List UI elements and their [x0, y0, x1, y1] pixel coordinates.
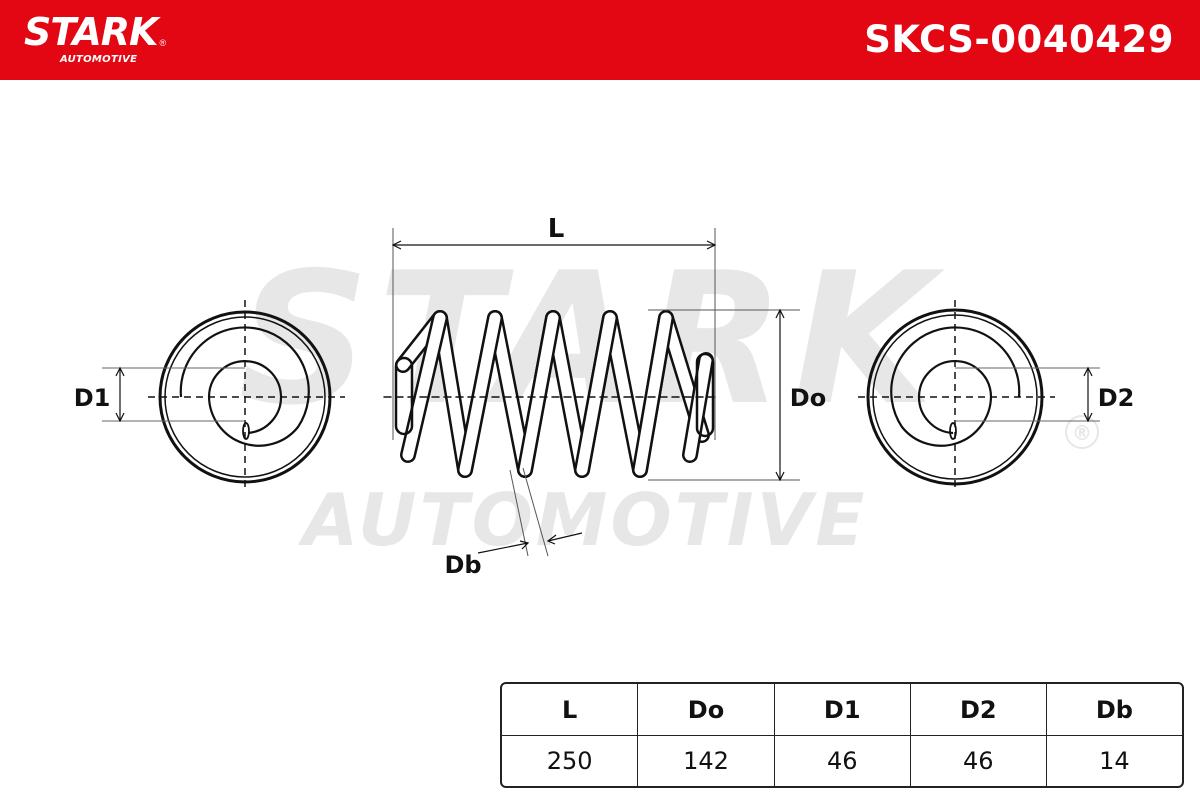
do-label: Do [790, 384, 826, 412]
brand-subtitle: AUTOMOTIVE [60, 54, 138, 65]
specs-value-row: 250 142 46 46 14 [502, 736, 1182, 786]
stark-logo: STARK® AUTOMOTIVE [24, 10, 167, 65]
watermark-registered-circle [1065, 415, 1099, 449]
value-d1: 46 [775, 736, 911, 786]
spring-side-view [383, 310, 721, 478]
header-do: Do [638, 684, 775, 736]
wire-diameter-dimension [477, 467, 583, 557]
specs-header-row: L Do D1 D2 Db [502, 684, 1182, 736]
value-l: 250 [502, 736, 639, 786]
length-dimension [391, 228, 717, 440]
brand-registered-mark: ® [159, 38, 167, 48]
d1-label: D1 [74, 384, 111, 412]
db-label: Db [444, 551, 481, 579]
specs-table: L Do D1 D2 Db 250 142 46 46 14 [500, 682, 1184, 788]
outer-diameter-dimension [648, 308, 800, 482]
header-db: Db [1046, 684, 1182, 736]
header-l: L [502, 684, 639, 736]
watermark-automotive: AUTOMOTIVE [298, 478, 868, 562]
spring-technical-drawing: STARK AUTOMOTIVE ® D1 D2 [74, 214, 1135, 579]
l-label: L [548, 214, 565, 244]
d2-label: D2 [1098, 384, 1135, 412]
right-end-view [858, 300, 1100, 492]
value-d2: 46 [911, 736, 1047, 786]
watermark-registered-mark: ® [1072, 421, 1092, 445]
header-d1: D1 [774, 684, 911, 736]
value-do: 142 [638, 736, 775, 786]
header-d2: D2 [910, 684, 1047, 736]
part-number: SKCS-0040429 [864, 18, 1174, 61]
left-end-view [102, 300, 345, 492]
brand-name: STARK [24, 10, 158, 54]
value-db: 14 [1099, 747, 1130, 775]
header-bar: STARK® AUTOMOTIVE SKCS-0040429 [0, 0, 1200, 80]
